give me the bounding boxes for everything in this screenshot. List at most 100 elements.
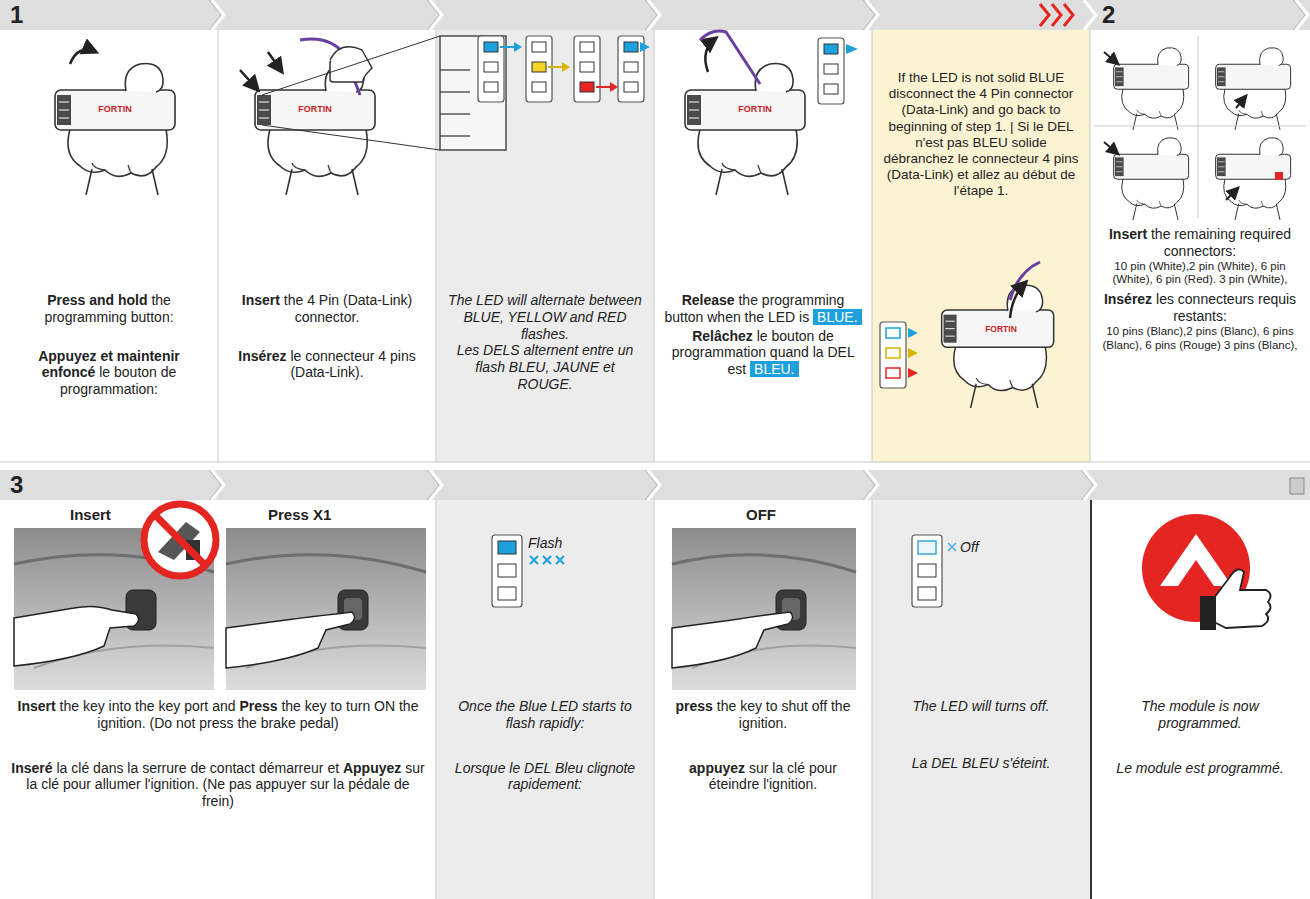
illustration-part (430, 0, 442, 30)
instruction-text: The LED will turns off. (882, 698, 1080, 715)
text-run: the (281, 698, 300, 714)
illustration-part (262, 125, 440, 150)
illustration-part (624, 82, 638, 92)
illustration-part (498, 564, 516, 577)
illustration-part (436, 30, 654, 462)
illustration-part (430, 470, 442, 500)
text-run: brake (261, 715, 296, 731)
text-run: bouton (114, 364, 157, 380)
instruction-text: Les DELS alternent entre un flash BLEU, … (446, 342, 644, 392)
text-run: connector. (295, 309, 360, 325)
illustration-part (144, 504, 216, 576)
step-panel: press the key to shut off the ignition. a… (654, 500, 872, 899)
illustration-part (0, 0, 1310, 30)
step-number: 3 (10, 472, 23, 498)
illustration-part (478, 36, 650, 102)
illustration-part (886, 348, 900, 358)
illustration-part (1040, 4, 1073, 26)
illustration-part (1104, 52, 1118, 64)
text-run: sur (310, 776, 329, 792)
illustration-part (532, 62, 546, 72)
illustration-part (0, 462, 1310, 463)
illustration-part (440, 91, 470, 92)
text-run: key (740, 698, 762, 714)
illustration-part (1296, 0, 1308, 30)
text-run: LED (768, 309, 795, 325)
text-run: Insert (18, 698, 56, 714)
text-run: le (99, 364, 110, 380)
illustration-part (846, 44, 858, 54)
text-run: programming (44, 309, 126, 325)
text-run: et (100, 348, 112, 364)
text-run: the (151, 292, 170, 308)
photo-caption: Insert (70, 507, 111, 524)
illustration-part (262, 36, 440, 95)
illustration-part (872, 500, 1090, 899)
text-run: et (327, 760, 339, 776)
illustration-part (912, 535, 942, 607)
illustration-part (948, 543, 956, 551)
brand-logo-text: FORTIN (738, 105, 772, 115)
illustration-part (436, 500, 437, 899)
illustration-part (498, 587, 516, 600)
illustration-part (824, 44, 838, 54)
text-run: the (1151, 226, 1170, 242)
text-area: The LED will turns off.La DEL BLEU s'éte… (872, 500, 1090, 772)
illustration-part (492, 535, 522, 607)
instruction-text: Appuyez et maintenir enfoncé le bouton d… (10, 348, 208, 398)
text-run: requis (1258, 291, 1296, 307)
text-run: la (127, 760, 138, 776)
instruction-text: Once the Blue LED starts to flash rapidl… (446, 698, 644, 732)
illustration-part (863, 470, 875, 500)
instruction-text: If the LED is not solid BLUE disconnect … (882, 70, 1080, 200)
text-run: appuyez (689, 760, 745, 776)
text-run: maintenir (117, 348, 180, 364)
text-run: appuyer (256, 776, 307, 792)
illustration-part (866, 470, 878, 500)
text-run: les (1156, 291, 1174, 307)
text-run: the (135, 698, 154, 714)
text-run: the (284, 292, 303, 308)
text-run: enfoncé (42, 364, 96, 380)
illustration-part (0, 30, 1310, 462)
text-run: la (333, 776, 344, 792)
illustration-part (212, 470, 224, 500)
illustration-part (440, 135, 470, 136)
text-area: press the key to shut off the ignition. a… (654, 500, 872, 793)
text-run: la (772, 760, 783, 776)
illustration-part (427, 0, 439, 30)
instruction-text: press the key to shut off the ignition. (664, 698, 862, 732)
illustration-part (654, 500, 655, 899)
illustration-part (880, 322, 906, 388)
illustration-part (1010, 282, 1026, 318)
text-area: The LED will alternate between BLUE, YEL… (436, 30, 654, 393)
illustration-part (1094, 126, 1306, 127)
text-area: Release the programming button when the … (654, 30, 872, 378)
illustration-part (530, 556, 538, 564)
text-run: ON (374, 698, 395, 714)
text-run: Insérez (238, 348, 286, 364)
illustration-part (212, 0, 224, 30)
illustration-part (226, 555, 426, 572)
illustration-part (1236, 96, 1246, 108)
text-run: and (89, 292, 114, 308)
illustration-part (886, 328, 900, 338)
note-panel: If the LED is not solid BLUE disconnect … (872, 30, 1090, 462)
instruction-text: Insert the key into the key port and Pre… (10, 698, 426, 732)
illustration-part (1114, 138, 1189, 220)
text-run: l'ignition. (763, 776, 817, 792)
text-area: If the LED is not solid BLUE disconnect … (872, 30, 1090, 200)
text-run: de (161, 364, 177, 380)
text-run: connectors: (1164, 243, 1236, 259)
text-run: shut (781, 698, 807, 714)
illustration-part (672, 528, 856, 690)
illustration-part (624, 62, 638, 72)
text-run: Inseré (11, 760, 52, 776)
illustration-part (863, 0, 875, 30)
text-run: Appuyez (38, 348, 96, 364)
text-run: clé (41, 776, 59, 792)
illustration-part (532, 82, 546, 92)
illustration-part (886, 368, 900, 378)
text-run: the (745, 309, 764, 325)
text-run: pour (809, 760, 837, 776)
